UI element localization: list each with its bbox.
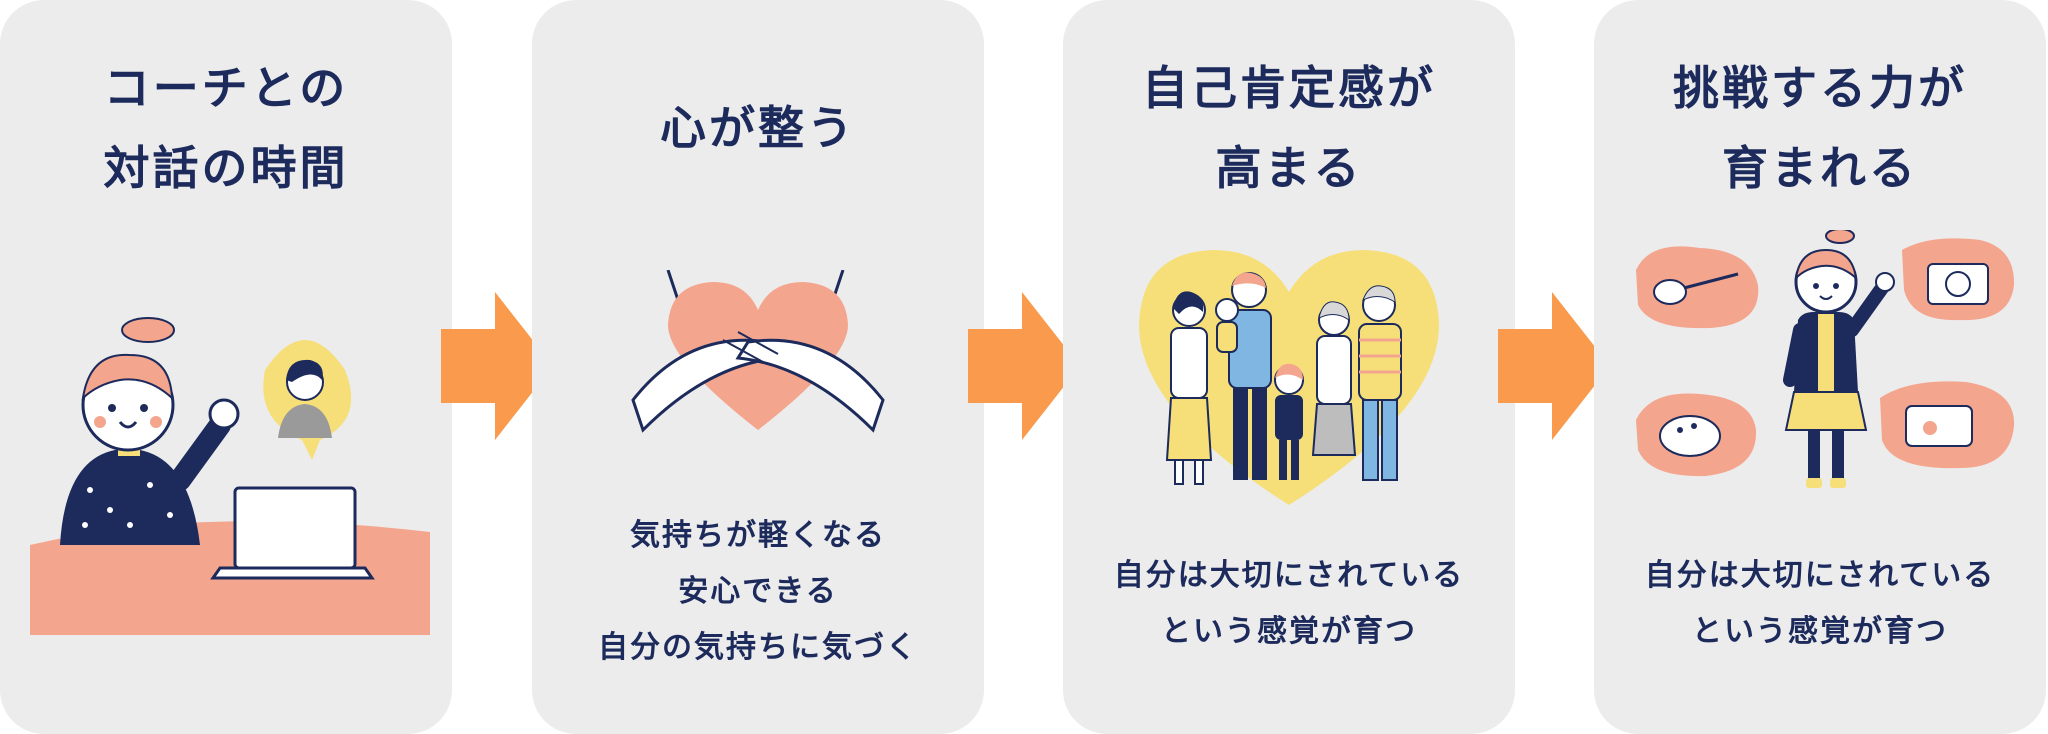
step-title-line-2: 育まれる xyxy=(1722,141,1918,195)
step-card-coaching: コーチとの 対話の時間 xyxy=(0,0,452,734)
laptop-icon xyxy=(210,486,375,580)
step-title-line-1: 挑戦する力が xyxy=(1673,61,1967,115)
step-card-calm-mind: 心が整う 気持ちが軽くなる 安心できる 自分の気持ちに気づく xyxy=(532,0,984,734)
step-title-line-1: 自己肯定感が xyxy=(1142,61,1436,115)
step-title-line-2: 高まる xyxy=(1215,141,1363,195)
step-card-self-esteem: 自己肯定感が 高まる xyxy=(1063,0,1515,734)
arrow-right-icon xyxy=(968,292,1080,440)
palette-icon xyxy=(1636,393,1757,477)
family-heart-illustration xyxy=(1139,250,1439,505)
step-title-line-1: 心が整う xyxy=(660,101,856,155)
camera-icon xyxy=(1902,238,2015,321)
arrow-right-icon xyxy=(441,292,553,440)
step-title-line-1: コーチとの xyxy=(103,61,349,115)
hugging-heart-illustration xyxy=(631,270,885,433)
step-caption-line-2: という感覚が育つ xyxy=(1161,614,1417,649)
step-title-line-2: 対話の時間 xyxy=(103,141,349,195)
guitar-icon xyxy=(1636,246,1759,329)
step-caption-line-1: 自分は大切にされている xyxy=(1113,558,1465,593)
step-caption-line-1: 自分は大切にされている xyxy=(1644,558,1996,593)
step-caption-line-1: 気持ちが軽くなる xyxy=(630,518,886,553)
step-card-challenge: 挑戦する力が 育まれる xyxy=(1594,0,2046,734)
coaching-session-illustration xyxy=(30,317,430,635)
step-caption-line-3: 自分の気持ちに気づく xyxy=(598,630,918,665)
challenge-illustration xyxy=(1636,230,2015,488)
step-caption-line-2: という感覚が育つ xyxy=(1692,614,1948,649)
step-caption-line-2: 安心できる xyxy=(678,574,838,609)
arrow-right-icon xyxy=(1498,292,1610,440)
cutting-board-icon xyxy=(1880,381,2015,469)
